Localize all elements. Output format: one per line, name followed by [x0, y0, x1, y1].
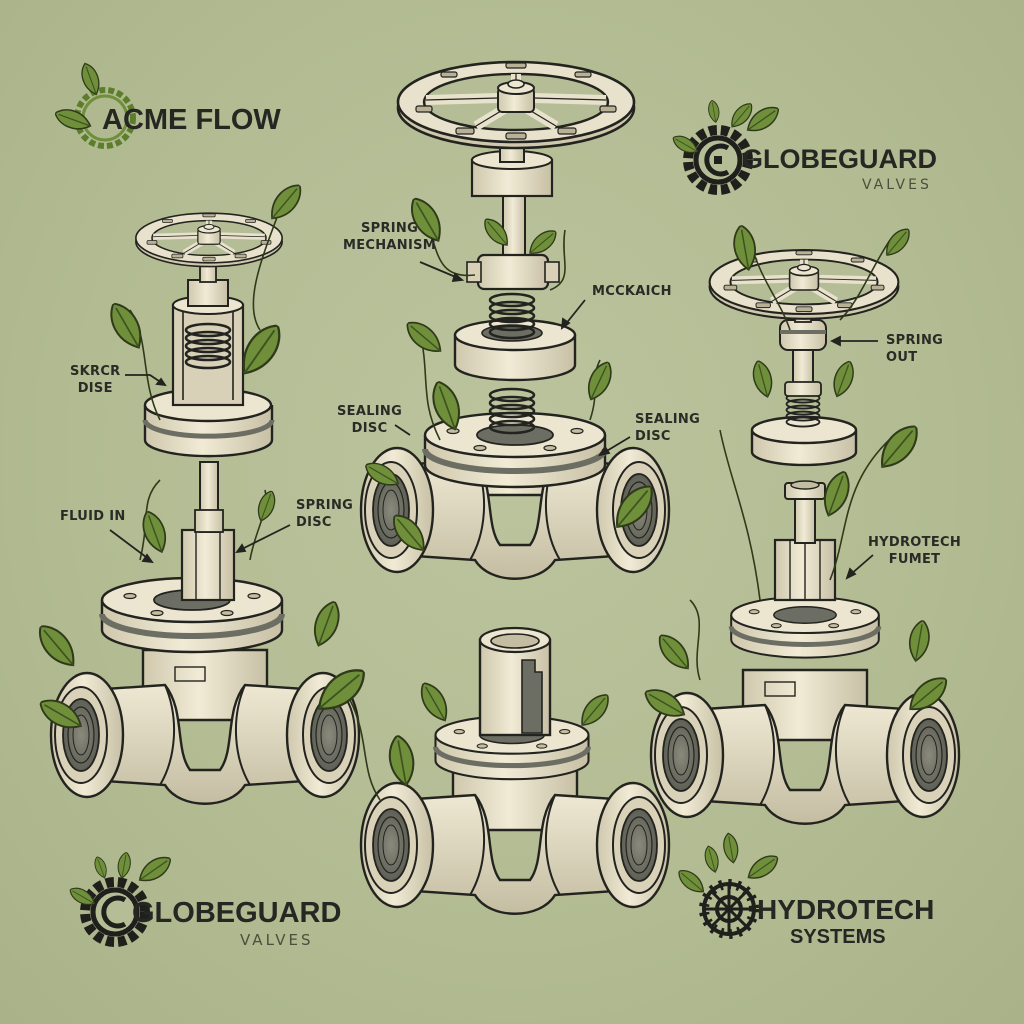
- gear-c-icon: [66, 850, 177, 947]
- center-valve: [359, 62, 671, 580]
- gear-wheel-icon: [673, 831, 783, 939]
- callout-label-spring-mechanism: SPRING MECHANISM: [343, 221, 437, 253]
- bottom-center-valve: [359, 626, 671, 915]
- callout-label-fluid-in: FLUID IN: [60, 509, 126, 524]
- brand-hydrotech-tagline: SYSTEMS: [790, 926, 886, 948]
- gear-c-icon: [669, 98, 785, 195]
- brand-globeguard-bottom-tagline: VALVES: [240, 931, 314, 949]
- callout-label-sealing-disc-right: SEALING DISC: [635, 412, 701, 444]
- brand-globeguard-top-tagline: VALVES: [862, 177, 932, 193]
- nameplate-icon: [174, 666, 206, 682]
- callout-arrows: [109, 261, 878, 580]
- brand-globeguard-bottom: GLOBEGUARD: [132, 897, 342, 929]
- callout-label-spring-out: SPRING OUT: [886, 333, 944, 365]
- left-valve: [49, 213, 361, 805]
- callout-label-mechanism: MCCKAICH: [592, 284, 672, 299]
- callout-label-left-upper: SKRCR DISE: [70, 364, 121, 396]
- nameplate-icon: [764, 681, 796, 697]
- gear-leaf-icon: [51, 60, 136, 149]
- right-valve: [649, 250, 961, 825]
- brand-hydrotech: HYDROTECH: [757, 894, 935, 925]
- callout-label-sealing-disc-left: SEALING DISC: [337, 404, 403, 436]
- brand-globeguard-top: GLOBEGUARD: [742, 144, 937, 174]
- callout-label-hydrotech-fumet: HYDROTECH FUMET: [868, 535, 962, 567]
- brand-acme-flow: ACME FLOW: [102, 104, 281, 136]
- callout-label-spring-disc: SPRING DISC: [296, 498, 354, 530]
